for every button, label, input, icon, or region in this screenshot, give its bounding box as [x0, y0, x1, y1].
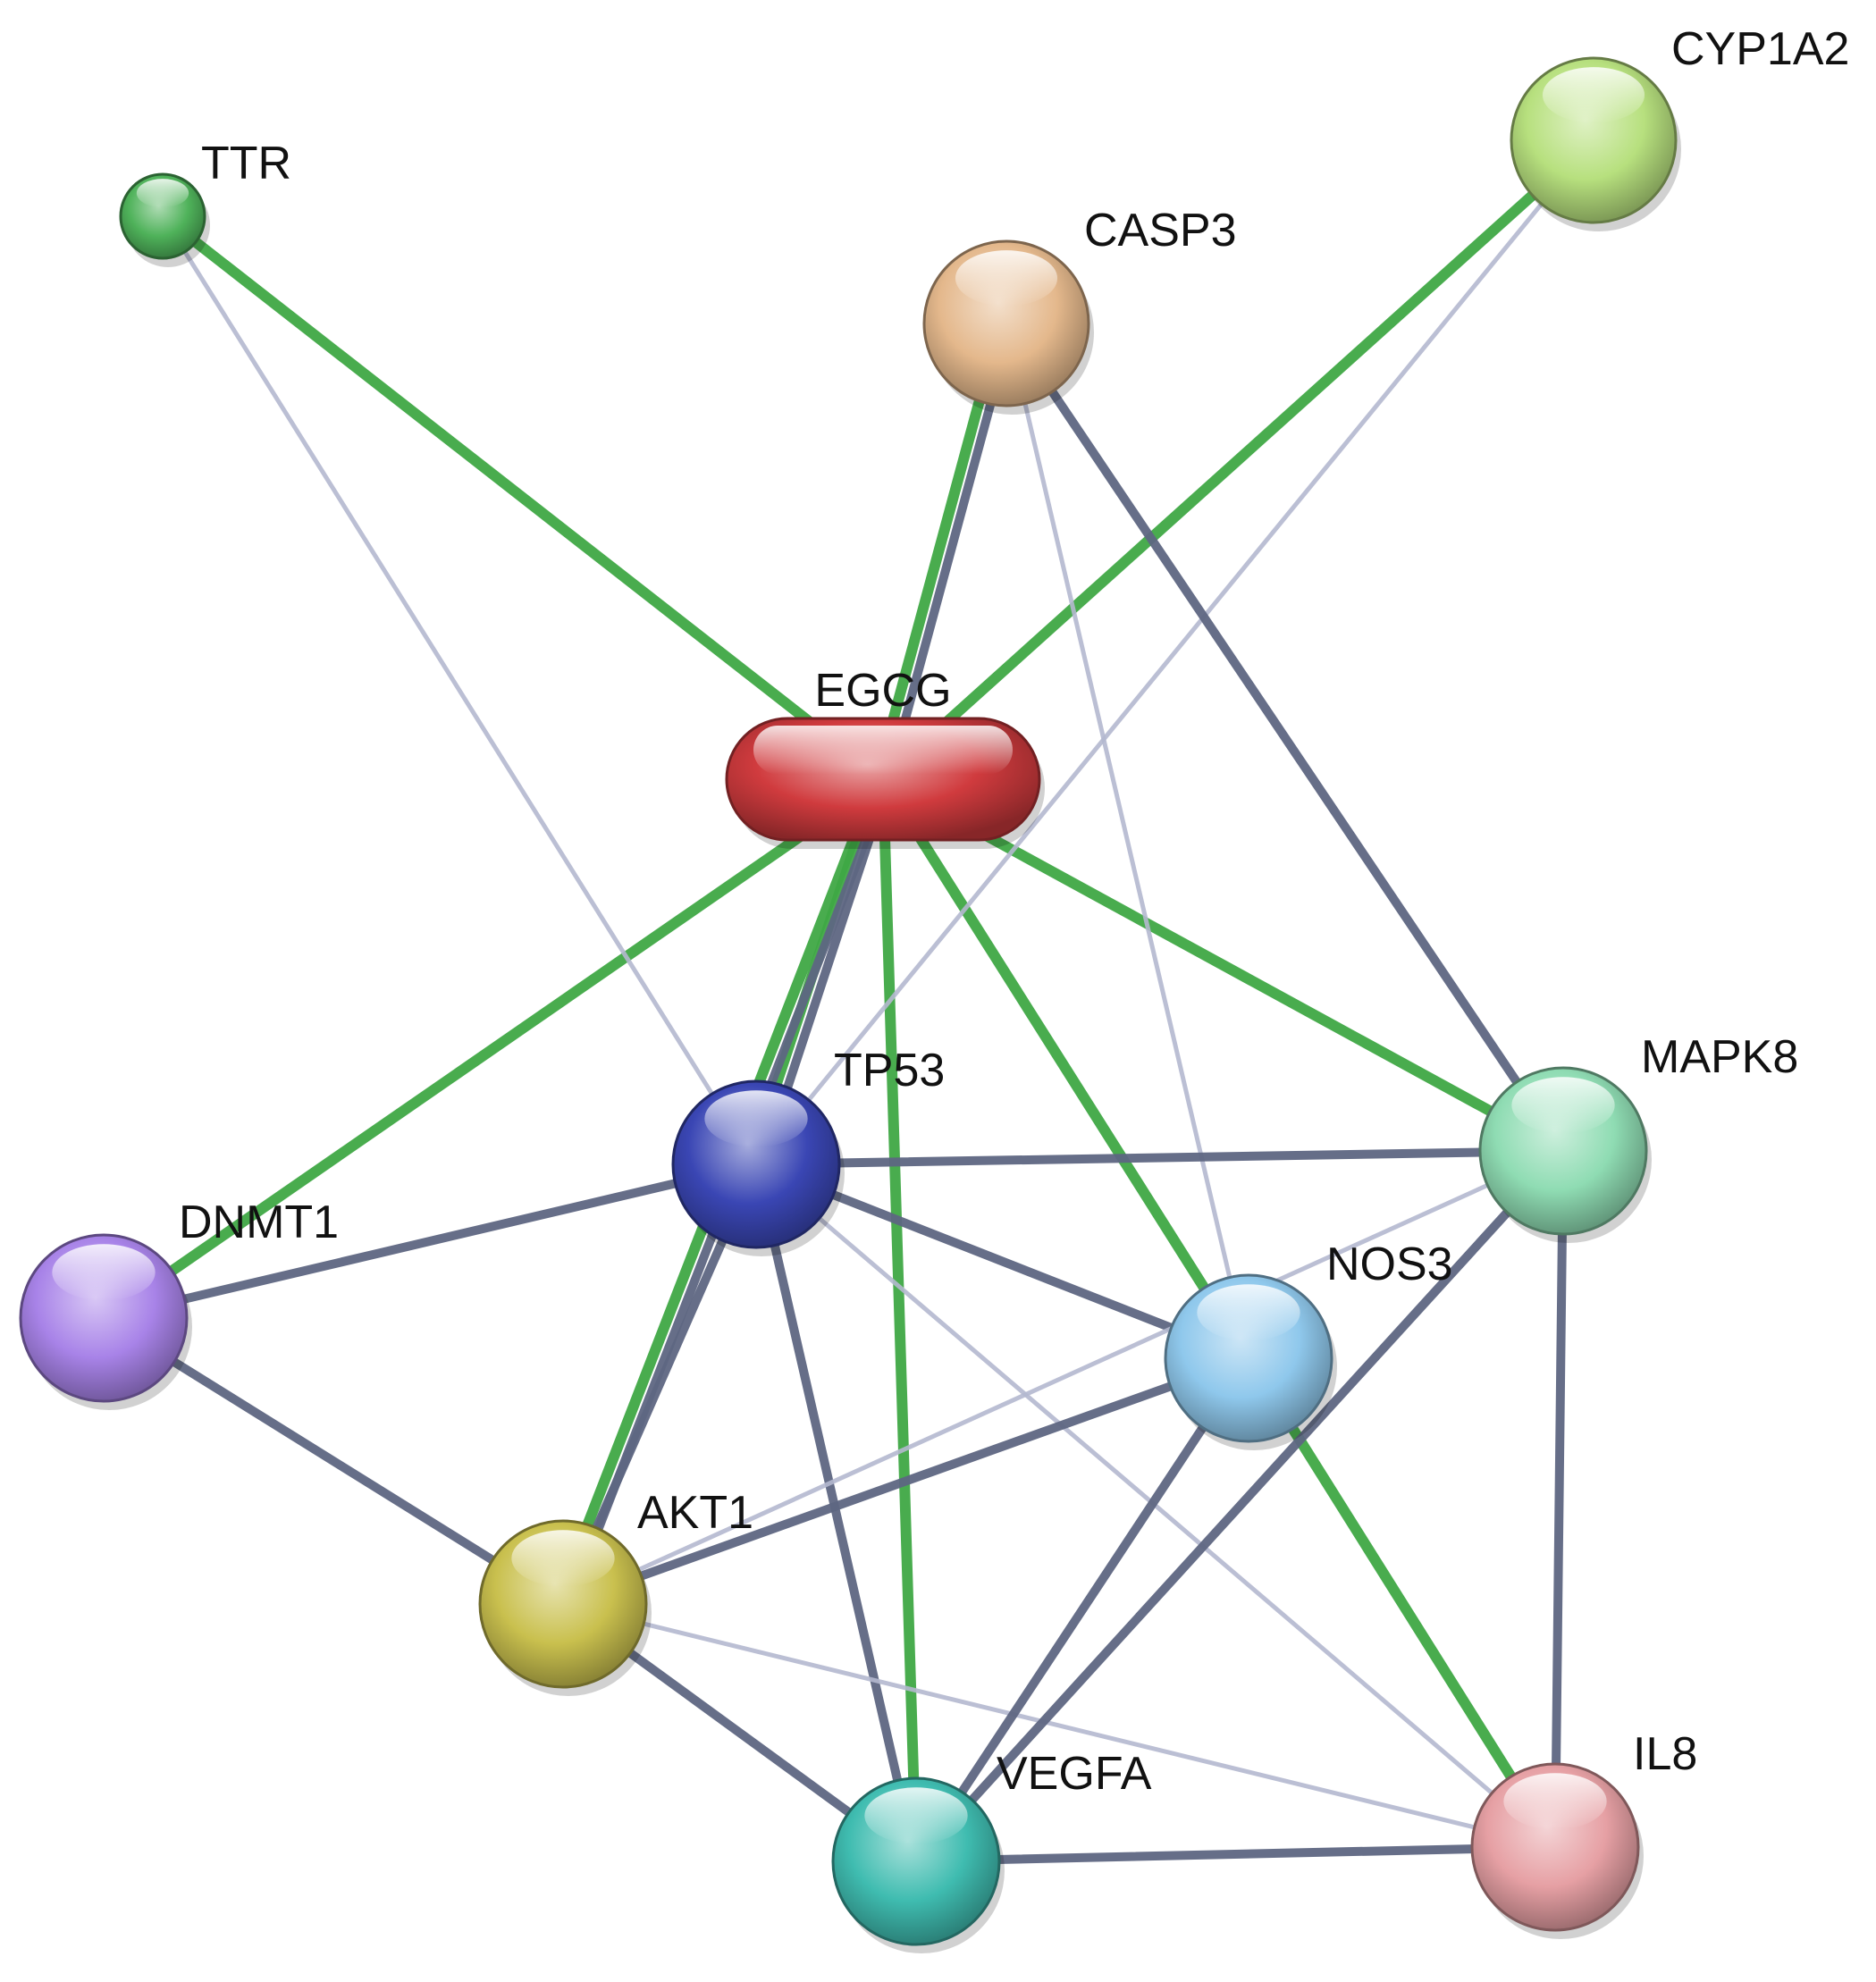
node-gloss [511, 1530, 615, 1587]
node-il8-label: IL8 [1633, 1728, 1697, 1780]
node-ttr[interactable]: TTR [119, 138, 291, 267]
node-egcg-label: EGCG [814, 665, 951, 717]
node-dnmt1-label: DNMT1 [179, 1197, 339, 1248]
edge-tp53-mapk8 [752, 1146, 1568, 1169]
edge-akt1-nos3 [559, 1354, 1253, 1608]
node-casp3-label: CASP3 [1084, 205, 1237, 256]
edge-nos3-vegfa [912, 1354, 1253, 1866]
edge-tp53-dnmt1 [99, 1160, 761, 1323]
node-dnmt1[interactable]: DNMT1 [19, 1197, 339, 1410]
edge-dnmt1-akt1 [99, 1314, 568, 1608]
node-nos3[interactable]: NOS3 [1164, 1239, 1453, 1450]
edge-egcg-dnmt1 [98, 774, 888, 1323]
edge-egcg-mapk8 [878, 774, 1569, 1156]
node-akt1-label: AKT1 [637, 1487, 753, 1539]
node-gloss [753, 726, 1013, 775]
node-gloss [136, 179, 189, 208]
node-vegfa-label: VEGFA [997, 1748, 1152, 1800]
node-gloss [704, 1090, 808, 1147]
edge-ttr-tp53 [160, 214, 759, 1167]
node-cyp1a2-label: CYP1A2 [1671, 23, 1849, 75]
edge-vegfa-il8 [912, 1843, 1560, 1866]
edge-egcg-vegfa [878, 774, 921, 1867]
edge-egcg-ttr [157, 211, 888, 785]
node-nos3-label: NOS3 [1326, 1239, 1453, 1290]
edge-cyp1a2-tp53 [753, 138, 1596, 1167]
edges-layer [98, 135, 1599, 1867]
node-tp53-label: TP53 [834, 1045, 945, 1096]
node-gloss [955, 250, 1058, 307]
node-ttr-label: TTR [201, 138, 291, 189]
node-gloss [1503, 1773, 1607, 1830]
node-gloss [1511, 1077, 1615, 1134]
node-gloss [864, 1787, 968, 1844]
node-mapk8-label: MAPK8 [1641, 1031, 1798, 1083]
node-vegfa[interactable]: VEGFA [831, 1748, 1152, 1953]
edge-tp53-nos3 [752, 1160, 1253, 1363]
node-gloss [1542, 67, 1645, 123]
node-il8[interactable]: IL8 [1470, 1728, 1697, 1939]
node-cyp1a2[interactable]: CYP1A2 [1510, 23, 1849, 231]
edge-akt1-il8 [560, 1601, 1558, 1850]
edge-akt1-mapk8 [560, 1148, 1566, 1607]
node-tp53[interactable]: TP53 [671, 1045, 945, 1256]
node-casp3[interactable]: CASP3 [922, 205, 1237, 415]
node-akt1[interactable]: AKT1 [478, 1487, 753, 1696]
node-mapk8[interactable]: MAPK8 [1478, 1031, 1798, 1243]
edge-mapk8-vegfa [912, 1146, 1568, 1866]
node-egcg[interactable]: EGCG [725, 665, 1045, 849]
edge-tp53-vegfa [752, 1160, 921, 1866]
edge-egcg-cyp1a2 [878, 135, 1599, 785]
edge-egcg-nos3 [878, 774, 1254, 1364]
edge-mapk8-il8 [1551, 1146, 1568, 1852]
edge-casp3-mapk8 [1002, 319, 1568, 1155]
node-gloss [1197, 1284, 1300, 1341]
node-gloss [52, 1244, 156, 1301]
edge-casp3-nos3 [1004, 321, 1251, 1361]
